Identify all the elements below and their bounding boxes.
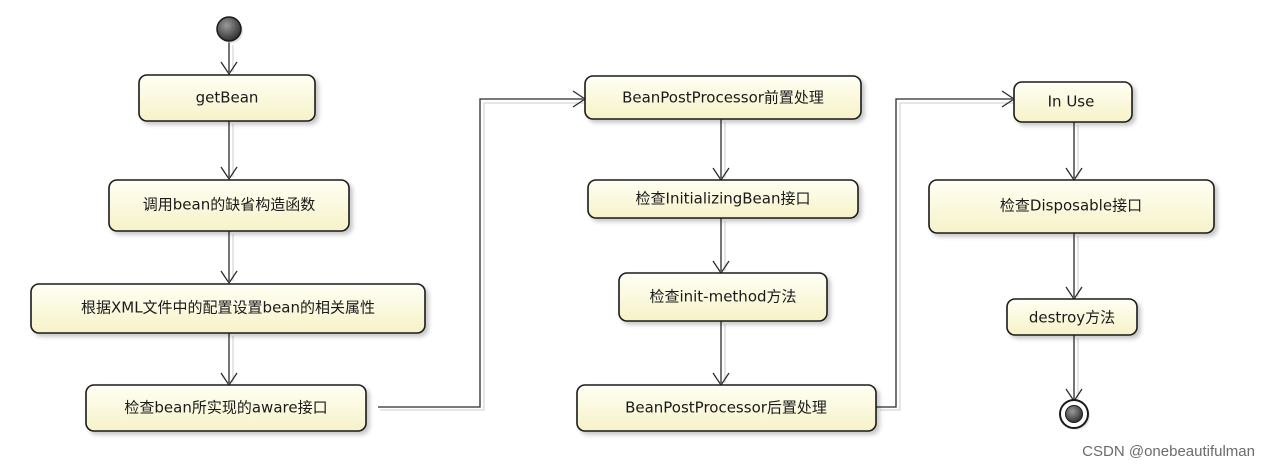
node-bpp-after-label: BeanPostProcessor后置处理	[625, 399, 827, 417]
node-initializing-bean: 检查InitializingBean接口	[587, 179, 859, 219]
node-default-constructor: 调用bean的缺省构造函数	[108, 179, 350, 232]
node-getbean-label: getBean	[196, 89, 259, 107]
node-set-properties: 根据XML文件中的配置设置bean的相关属性	[30, 283, 426, 334]
arrowhead-down	[220, 270, 238, 285]
node-destroy-method-label: destroy方法	[1029, 309, 1115, 327]
arrowhead-down	[220, 61, 238, 76]
node-default-constructor-label: 调用bean的缺省构造函数	[143, 196, 315, 214]
node-aware-interface-label: 检查bean所实现的aware接口	[124, 399, 327, 417]
edge-aware-bpp-before	[378, 98, 583, 408]
node-destroy-method: destroy方法	[1006, 298, 1138, 336]
node-aware-interface: 检查bean所实现的aware接口	[85, 384, 367, 432]
node-set-properties-label: 根据XML文件中的配置设置bean的相关属性	[81, 299, 375, 317]
node-init-method: 检查init-method方法	[618, 272, 828, 322]
node-bpp-after: BeanPostProcessor后置处理	[576, 384, 877, 432]
node-getbean: getBean	[138, 74, 316, 122]
edges	[228, 42, 1079, 411]
start-node	[216, 16, 243, 43]
node-bpp-before: BeanPostProcessor前置处理	[584, 75, 862, 120]
watermark: CSDN @onebeautifulman	[1082, 443, 1255, 460]
node-disposable-label: 检查Disposable接口	[1000, 197, 1142, 215]
node-in-use-label: In Use	[1048, 93, 1095, 111]
node-in-use: In Use	[1013, 81, 1133, 123]
node-initializing-bean-label: 检查InitializingBean接口	[636, 190, 811, 208]
end-node	[1059, 399, 1090, 430]
arrowhead-down	[220, 166, 238, 181]
edge-bpp-after-in-use	[876, 98, 1012, 408]
node-init-method-label: 检查init-method方法	[649, 288, 796, 306]
node-disposable: 检查Disposable接口	[928, 179, 1215, 234]
node-bpp-before-label: BeanPostProcessor前置处理	[622, 89, 824, 107]
